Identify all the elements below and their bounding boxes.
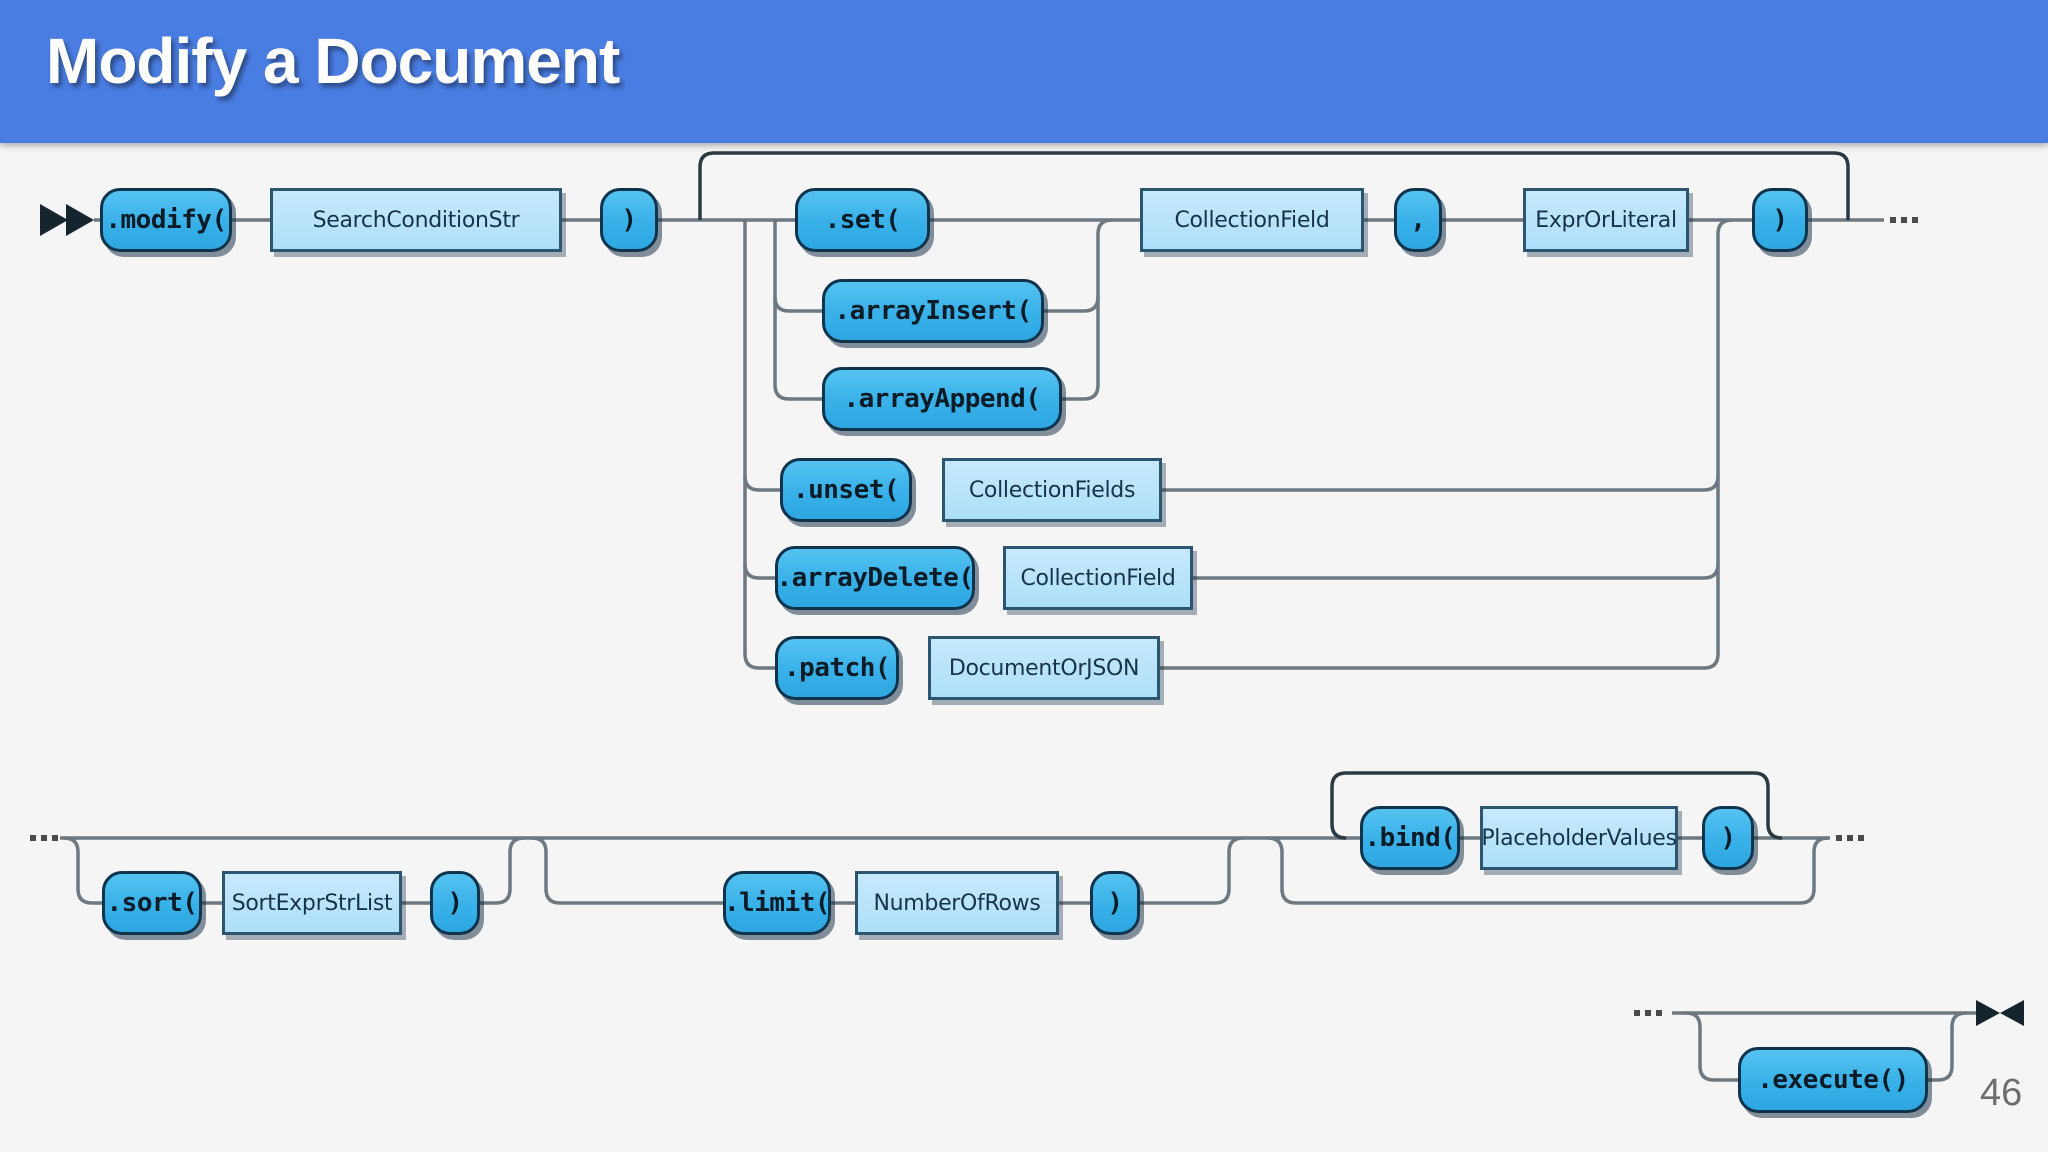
node-collection-fields: CollectionFields <box>942 458 1162 522</box>
method-repeat-loop <box>698 151 1850 220</box>
end-symbol-icon <box>1976 1000 2024 1026</box>
bind-bypass-branch <box>1267 836 1829 905</box>
page-number: 46 <box>1980 1072 2023 1114</box>
node-comma: , <box>1394 188 1442 252</box>
start-symbol-icon <box>40 204 94 236</box>
node-close-paren-5: ) <box>1702 806 1754 870</box>
node-document-or-json: DocumentOrJSON <box>928 636 1160 700</box>
node-search-condition-str: SearchConditionStr <box>270 188 562 252</box>
node-bind: .bind( <box>1360 806 1460 870</box>
node-collection-field-2: CollectionField <box>1003 546 1193 610</box>
node-array-insert: .arrayInsert( <box>822 279 1044 343</box>
node-sort: .sort( <box>102 871 202 935</box>
node-array-append: .arrayAppend( <box>822 367 1062 431</box>
node-limit: .limit( <box>723 871 831 935</box>
outer-branch <box>743 218 1733 670</box>
header-bar: Modify a Document <box>0 0 2048 143</box>
slide-title: Modify a Document <box>46 25 620 97</box>
node-close-paren-3: ) <box>430 871 480 935</box>
bind-repeat-loop <box>1330 771 1783 840</box>
node-number-of-rows: NumberOfRows <box>855 871 1059 935</box>
node-close-paren-4: ) <box>1090 871 1140 935</box>
continuation-dots-bottom-left <box>30 835 58 841</box>
node-execute: .execute() <box>1738 1047 1928 1113</box>
node-modify: .modify( <box>100 188 232 252</box>
node-array-delete: .arrayDelete( <box>775 546 975 610</box>
node-placeholder-values: PlaceholderValues <box>1480 806 1678 870</box>
node-patch: .patch( <box>775 636 899 700</box>
node-unset: .unset( <box>780 458 912 522</box>
node-sort-expr-str-list: SortExprStrList <box>222 871 402 935</box>
continuation-dots-bind-right <box>1836 835 1864 841</box>
node-close-paren-1: ) <box>600 188 658 252</box>
continuation-dots-top-right <box>1890 217 1918 223</box>
node-collection-field: CollectionField <box>1140 188 1364 252</box>
inner-branch <box>773 218 1113 401</box>
node-close-paren-2: ) <box>1752 188 1808 252</box>
continuation-dots-execute-left <box>1634 1010 1662 1016</box>
node-expr-or-literal: ExprOrLiteral <box>1523 188 1689 252</box>
node-set: .set( <box>795 188 930 252</box>
